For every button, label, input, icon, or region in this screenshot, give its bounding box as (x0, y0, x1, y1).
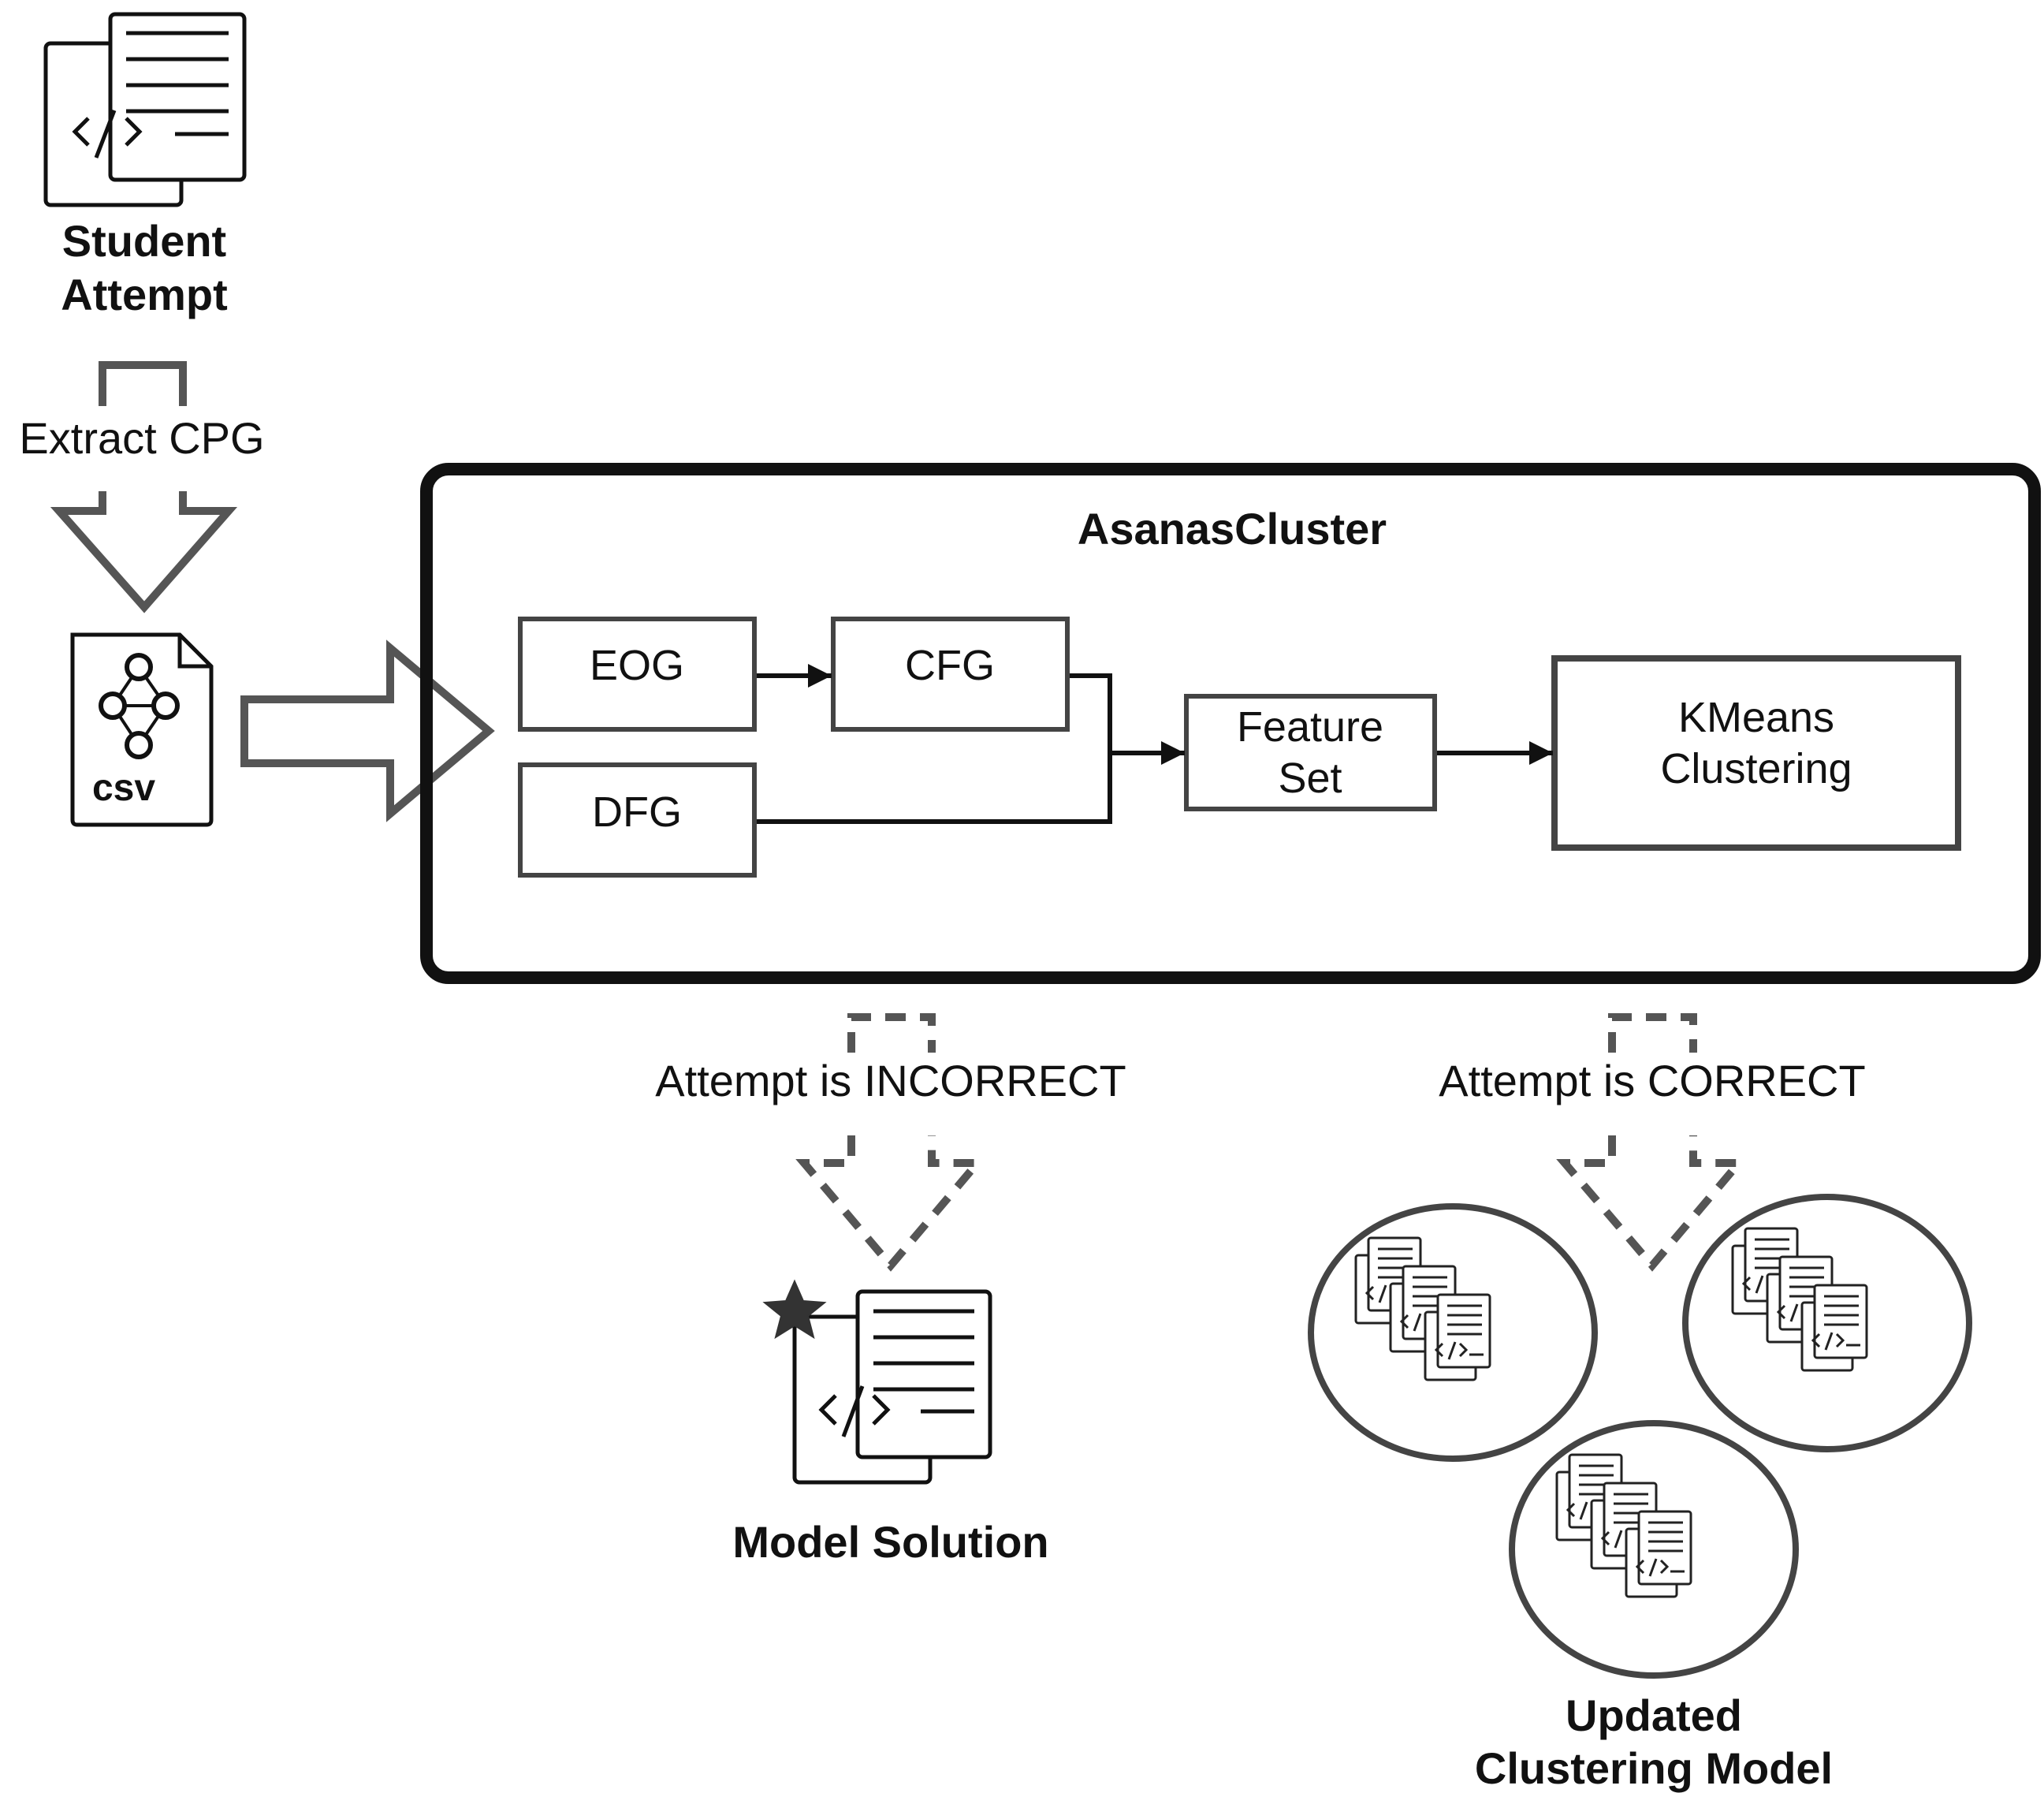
feature-set-label: Set (1278, 755, 1342, 802)
correct-label: Attempt is CORRECT (1439, 1056, 1865, 1105)
incorrect-arrow (795, 1013, 986, 1272)
incorrect-label: Attempt is INCORRECT (655, 1056, 1126, 1105)
feature-set-label: Feature (1237, 703, 1383, 751)
cluster-3 (1509, 1420, 1799, 1679)
cluster-2 (1682, 1194, 1972, 1452)
eog-label: EOG (590, 642, 684, 689)
asanascluster-container (420, 463, 2041, 984)
student-attempt-label: Student (62, 216, 226, 266)
cluster-title: AsanasCluster (1078, 504, 1387, 554)
kmeans-label: Clustering (1660, 745, 1852, 792)
kmeans-label: KMeans (1678, 694, 1834, 741)
cfg-box: CFG (831, 617, 1070, 732)
kmeans-box: KMeans Clustering (1551, 655, 1961, 851)
correct-arrow (1556, 1013, 1748, 1272)
student-attempt-icon (43, 12, 247, 207)
extract-cpg-label: Extract CPG (19, 413, 264, 463)
csv-label: csv (92, 767, 155, 809)
extract-cpg-arrow (50, 361, 238, 613)
input-arrow (240, 639, 495, 822)
dfg-label: DFG (592, 788, 682, 836)
feature-set-box: Feature Set (1184, 694, 1437, 811)
star-icon (762, 1279, 827, 1340)
dfg-box: DFG (518, 762, 757, 878)
eog-box: EOG (518, 617, 757, 732)
updated-model-label: Updated (1566, 1690, 1742, 1740)
cfg-to-feature-line (1070, 673, 1112, 753)
cfg-label: CFG (905, 642, 995, 689)
csv-file-icon (70, 632, 214, 827)
cluster-1 (1308, 1203, 1598, 1462)
updated-model-label: Clustering Model (1475, 1743, 1833, 1793)
dfg-to-feature-line (757, 753, 1112, 824)
student-attempt-label: Attempt (61, 270, 228, 319)
model-solution-label: Model Solution (732, 1517, 1048, 1567)
model-solution-icon (762, 1279, 992, 1485)
